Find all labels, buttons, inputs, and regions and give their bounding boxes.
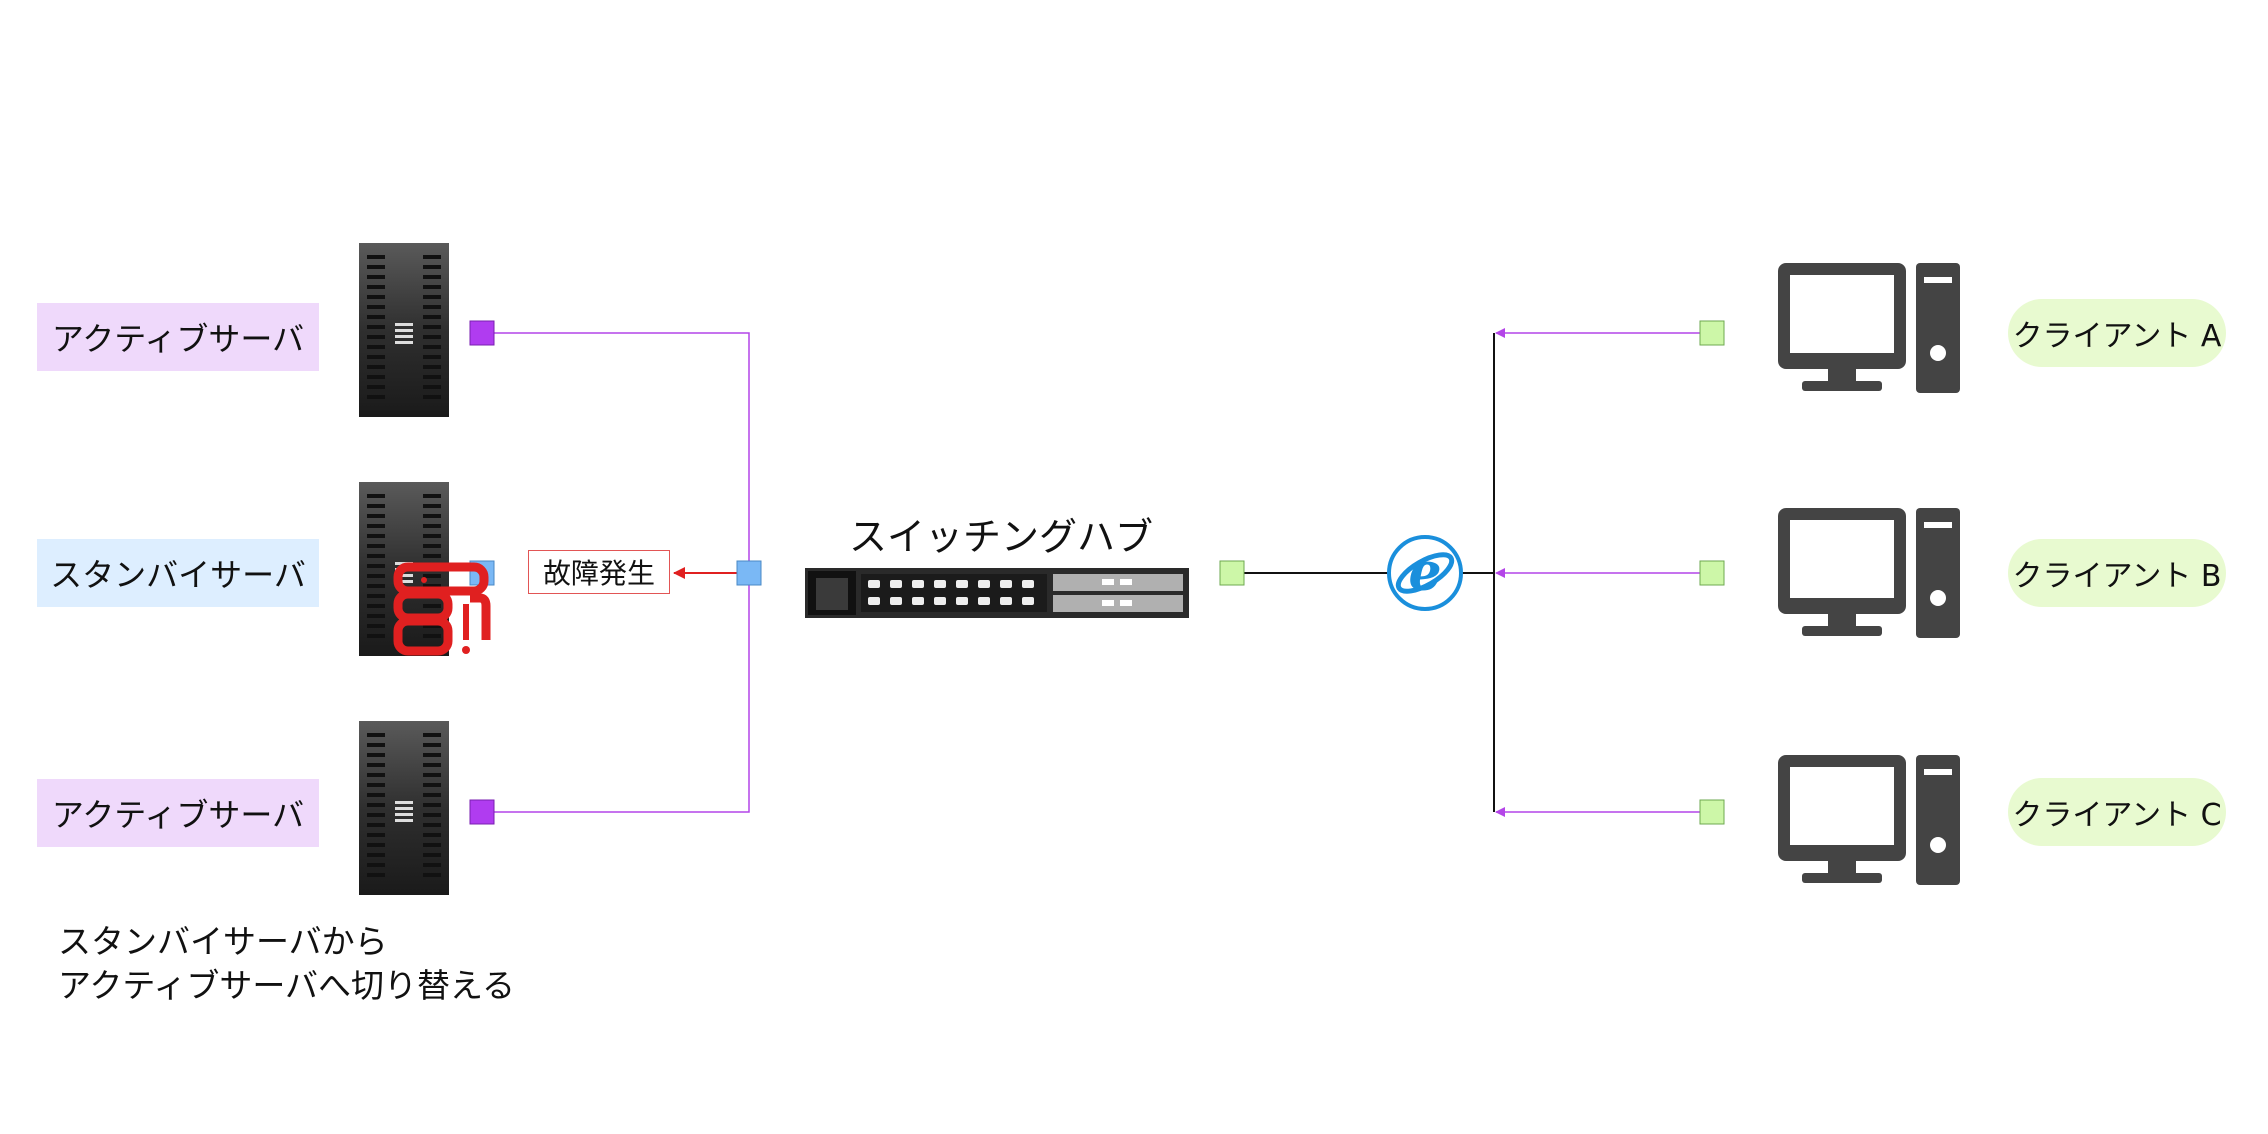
client-c-port [1699, 799, 1725, 825]
hub-right-port [1219, 560, 1245, 586]
note-line-2: アクティブサーバへ切り替える [58, 966, 516, 1005]
client-links [1244, 328, 1700, 817]
server-1-port [469, 320, 495, 346]
server-links [483, 328, 750, 817]
failover-note: スタンバイサーバから アクティブサーバへ切り替える [58, 920, 618, 1008]
server-label-1: アクティブサーバ [37, 303, 319, 371]
client-b-port [1699, 560, 1725, 586]
server-3-port [469, 799, 495, 825]
hub-label: スイッチングハブ [848, 514, 1153, 559]
svg-text:e: e [1408, 542, 1441, 603]
desktop-computer-icon [1778, 263, 1960, 393]
broken-server-icon [393, 562, 491, 656]
link-to-server-3 [483, 573, 750, 817]
link-to-server-1 [483, 328, 750, 573]
server-label-3: アクティブサーバ [37, 779, 319, 847]
note-line-1: スタンバイサーバから [58, 922, 388, 961]
hub-left-port [736, 560, 762, 586]
server-label-2: スタンバイサーバ [37, 539, 319, 607]
fault-label: 故障発生 [528, 550, 670, 594]
server-tower-icon [359, 243, 449, 417]
client-label-a: クライアント A [2008, 299, 2226, 367]
desktop-computer-icon [1778, 508, 1960, 638]
internet-explorer-icon: e [1387, 535, 1463, 611]
desktop-computer-icon [1778, 755, 1960, 885]
network-switch-icon [805, 568, 1189, 618]
server-tower-icon [359, 721, 449, 895]
client-a-port [1699, 320, 1725, 346]
client-label-c: クライアント C [2008, 778, 2226, 846]
client-label-b: クライアント B [2008, 539, 2226, 607]
